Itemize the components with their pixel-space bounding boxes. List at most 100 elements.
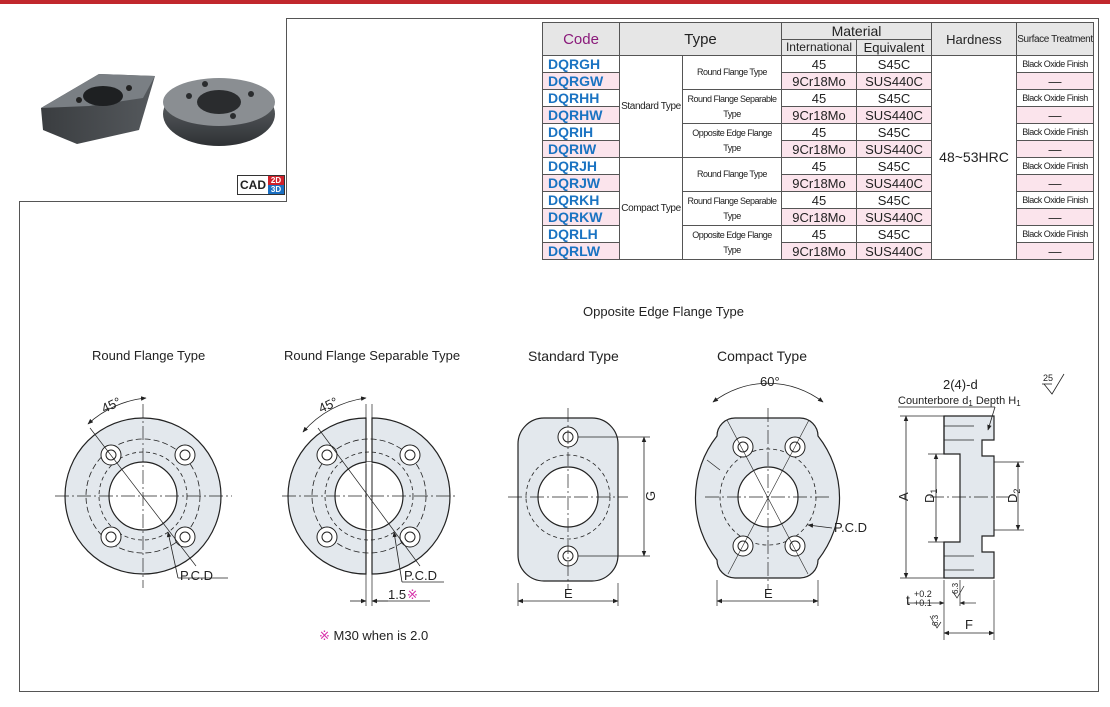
cell-hardness: 48~53HRC bbox=[931, 55, 1017, 260]
header-hardness: Hardness bbox=[931, 22, 1017, 56]
dim-d2: D2 bbox=[1005, 489, 1022, 503]
footnote-text: M30 when is 2.0 bbox=[329, 628, 429, 643]
cad-3d-badge[interactable]: 3D bbox=[268, 185, 284, 194]
spec-table: Code Type Material Hardness Surface Trea… bbox=[542, 22, 1094, 260]
cad-label: CAD bbox=[240, 178, 266, 192]
counterbore-label: Counterbore d1 Depth H1 bbox=[898, 395, 1021, 408]
cell-equivalent: SUS440C bbox=[856, 106, 932, 124]
round-flange-separable-title: Round Flange Separable Type bbox=[284, 348, 461, 363]
standard-title: Standard Type bbox=[528, 348, 619, 364]
svg-text:D2: D2 bbox=[1005, 489, 1022, 503]
cell-subtype: Round Flange Type bbox=[682, 157, 782, 192]
drawing-round-flange bbox=[55, 396, 232, 588]
cad-2d-badge[interactable]: 2D bbox=[268, 176, 284, 185]
roughness-63-bottom: 6.3 bbox=[931, 614, 940, 626]
cell-surface: — bbox=[1016, 208, 1094, 226]
header-material: Material bbox=[781, 22, 932, 40]
footnote: ※ M30 when is 2.0 bbox=[319, 628, 428, 644]
drawing-standard bbox=[508, 408, 650, 606]
cad-badge[interactable]: CAD 2D 3D bbox=[237, 175, 285, 195]
compact-title: Compact Type bbox=[717, 348, 808, 364]
cell-subtype: Round Flange Separable Type bbox=[682, 89, 782, 124]
cell-equivalent: S45C bbox=[856, 191, 932, 209]
roughness-63-top: 6.3 bbox=[951, 582, 960, 594]
cell-international: 9Cr18Mo bbox=[781, 174, 857, 192]
drawing-compact bbox=[694, 382, 841, 606]
opposite-edge-title: Opposite Edge Flange Type bbox=[583, 304, 744, 319]
cell-subtype: Opposite Edge Flange Type bbox=[682, 123, 782, 158]
cell-equivalent: SUS440C bbox=[856, 174, 932, 192]
svg-text:D1: D1 bbox=[922, 489, 939, 503]
cell-international: 9Cr18Mo bbox=[781, 242, 857, 260]
dim-t: t bbox=[906, 592, 910, 608]
drawing-side-section bbox=[898, 373, 1065, 640]
cell-equivalent: SUS440C bbox=[856, 72, 932, 90]
pcd-round: P.C.D bbox=[180, 568, 213, 583]
cell-subtype: Opposite Edge Flange Type bbox=[682, 225, 782, 260]
cell-equivalent: SUS440C bbox=[856, 140, 932, 158]
page-frame bbox=[19, 18, 1099, 692]
dim-d1: D1 bbox=[922, 489, 939, 503]
photo-part-round bbox=[163, 78, 275, 146]
dim-f: F bbox=[965, 617, 973, 632]
cell-code[interactable]: DQRLW bbox=[542, 242, 620, 260]
cell-equivalent: SUS440C bbox=[856, 242, 932, 260]
cell-international: 9Cr18Mo bbox=[781, 208, 857, 226]
cell-surface: — bbox=[1016, 106, 1094, 124]
cell-code[interactable]: DQRHW bbox=[542, 106, 620, 124]
cell-code[interactable]: DQRLH bbox=[542, 225, 620, 243]
cell-surface: — bbox=[1016, 140, 1094, 158]
angle-45-separable: 45° bbox=[316, 394, 340, 416]
header-code: Code bbox=[542, 22, 620, 56]
product-photo bbox=[41, 74, 275, 146]
top-accent-bar bbox=[0, 0, 1110, 4]
cell-subtype: Round Flange Separable Type bbox=[682, 191, 782, 226]
cell-surface: — bbox=[1016, 242, 1094, 260]
header-type: Type bbox=[619, 22, 782, 56]
photo-part-opposite-edge bbox=[41, 74, 155, 144]
cell-code[interactable]: DQRJW bbox=[542, 174, 620, 192]
round-flange-title: Round Flange Type bbox=[92, 348, 206, 363]
cell-equivalent: SUS440C bbox=[856, 208, 932, 226]
cell-equivalent: S45C bbox=[856, 157, 932, 175]
footnote-mark: ※ bbox=[319, 628, 330, 643]
cell-international: 9Cr18Mo bbox=[781, 140, 857, 158]
drawing-round-flange-separable bbox=[282, 396, 458, 606]
t-tol-upper: +0.2 bbox=[914, 589, 932, 599]
cell-equivalent: S45C bbox=[856, 225, 932, 243]
cell-code[interactable]: DQRIH bbox=[542, 123, 620, 141]
cell-international: 45 bbox=[781, 55, 857, 73]
t-tol-lower: +0.1 bbox=[914, 598, 932, 608]
dim-e-compact: E bbox=[764, 586, 773, 601]
cell-code[interactable]: DQRGW bbox=[542, 72, 620, 90]
holes-label: 2(4)-d bbox=[943, 377, 978, 392]
gap-mark: ※ bbox=[407, 587, 418, 602]
gap-value: 1.5 bbox=[388, 587, 406, 602]
header-equivalent: Equivalent bbox=[856, 39, 932, 56]
product-photo-panel bbox=[19, 18, 287, 202]
cell-subtype: Round Flange Type bbox=[682, 55, 782, 90]
cell-equivalent: S45C bbox=[856, 55, 932, 73]
dim-g: G bbox=[643, 491, 658, 501]
angle-60: 60° bbox=[760, 374, 780, 389]
roughness-25: 25 bbox=[1043, 373, 1053, 383]
dim-a: A bbox=[896, 492, 911, 501]
cell-code[interactable]: DQRGH bbox=[542, 55, 620, 73]
pcd-separable: P.C.D bbox=[404, 568, 437, 583]
dim-e-standard: E bbox=[564, 586, 573, 601]
cell-international: 9Cr18Mo bbox=[781, 72, 857, 90]
pcd-compact: P.C.D bbox=[834, 520, 867, 535]
cell-code[interactable]: DQRIW bbox=[542, 140, 620, 158]
cell-group: Standard Type bbox=[619, 55, 683, 158]
